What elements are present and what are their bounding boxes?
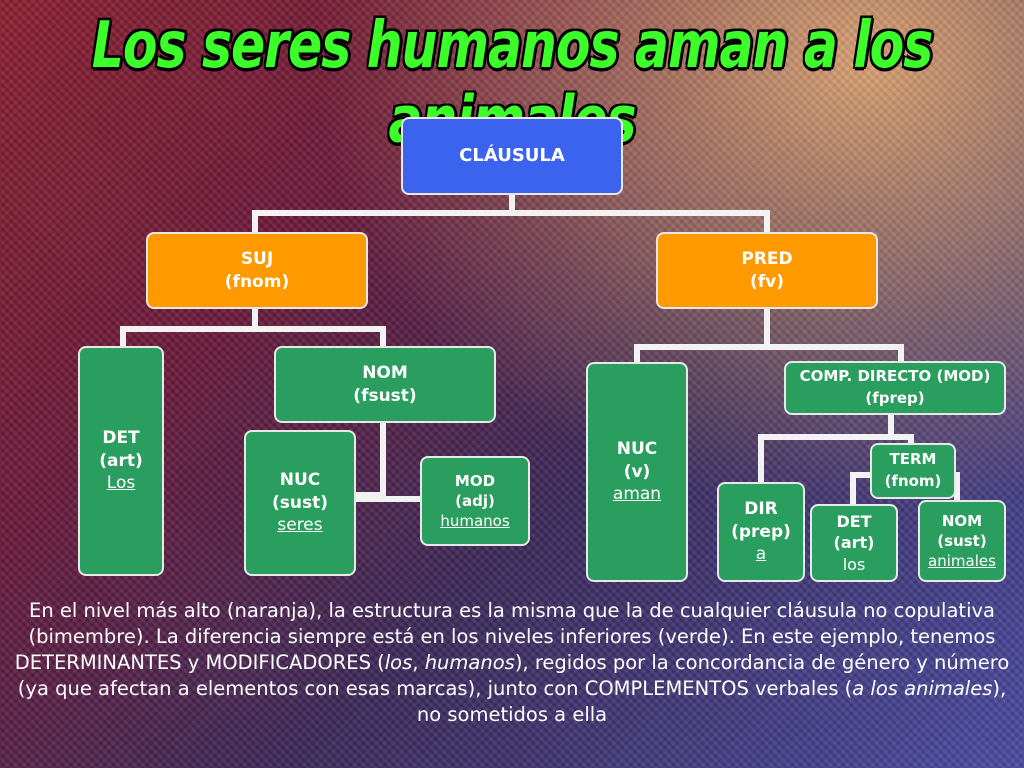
node-det-los2-function: DET	[836, 511, 872, 531]
node-det-los-category: (art)	[99, 450, 143, 471]
node-term-category: (fnom)	[884, 472, 942, 490]
node-dir-a: DIR (prep) a	[717, 482, 805, 582]
node-pred-function: PRED	[741, 248, 793, 269]
node-det-los-function: DET	[102, 427, 140, 448]
node-mod-humanos-function: MOD	[454, 471, 496, 490]
node-nom-animales-word: animales	[928, 552, 996, 571]
node-nuc-seres-category: (sust)	[271, 492, 328, 513]
node-nom-fsust-function: NOM	[362, 362, 408, 383]
para-text-3: ), regidos por la concordancia de género…	[17, 651, 1010, 700]
node-nom-fsust: NOM (fsust)	[274, 346, 496, 423]
para-text-4: ), no sometidos a ella	[416, 677, 1007, 726]
node-det-los2: DET (art) los	[810, 504, 898, 582]
node-det-los-word: Los	[106, 473, 136, 494]
node-nuc-seres-function: NUC	[279, 469, 321, 490]
node-comp-directo: COMP. DIRECTO (MOD) (fprep)	[784, 361, 1006, 415]
node-dir-a-category: (prep)	[731, 521, 791, 542]
node-nuc-seres: NUC (sust) seres	[244, 430, 356, 576]
node-nom-animales-function: NOM	[941, 511, 983, 530]
node-mod-humanos-word: humanos	[440, 512, 510, 531]
para-text-1: En el nivel más alto (naranja), la estru…	[14, 599, 996, 674]
node-det-los: DET (art) Los	[78, 346, 164, 576]
node-nom-fsust-category: (fsust)	[353, 385, 417, 406]
explanation-paragraph: En el nivel más alto (naranja), la estru…	[8, 598, 1016, 728]
node-pred: PRED (fv)	[656, 232, 878, 309]
node-suj-category: (fnom)	[224, 271, 290, 292]
node-clausula: CLÁUSULA	[401, 117, 623, 195]
node-nuc-aman-word: aman	[612, 484, 662, 505]
node-suj-function: SUJ	[240, 248, 274, 269]
node-nuc-aman: NUC (v) aman	[586, 362, 688, 582]
node-mod-humanos: MOD (adj) humanos	[420, 456, 530, 546]
node-dir-a-word: a	[755, 544, 767, 565]
node-pred-category: (fv)	[749, 271, 785, 292]
node-comp-directo-category: (fprep)	[865, 389, 925, 407]
node-det-los2-category: (art)	[833, 533, 875, 553]
node-term: TERM (fnom)	[870, 443, 956, 499]
para-example-los: los	[384, 651, 413, 674]
node-nuc-aman-function: NUC	[616, 438, 658, 459]
node-term-function: TERM	[889, 450, 937, 469]
para-example-a-los-animales: a los animales	[852, 677, 993, 700]
node-clausula-label: CLÁUSULA	[459, 144, 565, 166]
node-nuc-seres-word: seres	[277, 515, 323, 536]
node-nuc-aman-category: (v)	[623, 461, 651, 482]
node-suj: SUJ (fnom)	[146, 232, 368, 309]
node-nom-animales-category: (sust)	[937, 531, 987, 550]
node-nom-animales: NOM (sust) animales	[918, 500, 1006, 582]
node-comp-directo-function: COMP. DIRECTO (MOD)	[799, 367, 991, 386]
para-example-humanos: humanos	[424, 651, 515, 674]
node-dir-a-function: DIR	[744, 498, 778, 519]
node-mod-humanos-category: (adj)	[455, 491, 495, 510]
para-text-2: ,	[412, 651, 425, 674]
node-det-los2-word: los	[842, 554, 866, 574]
